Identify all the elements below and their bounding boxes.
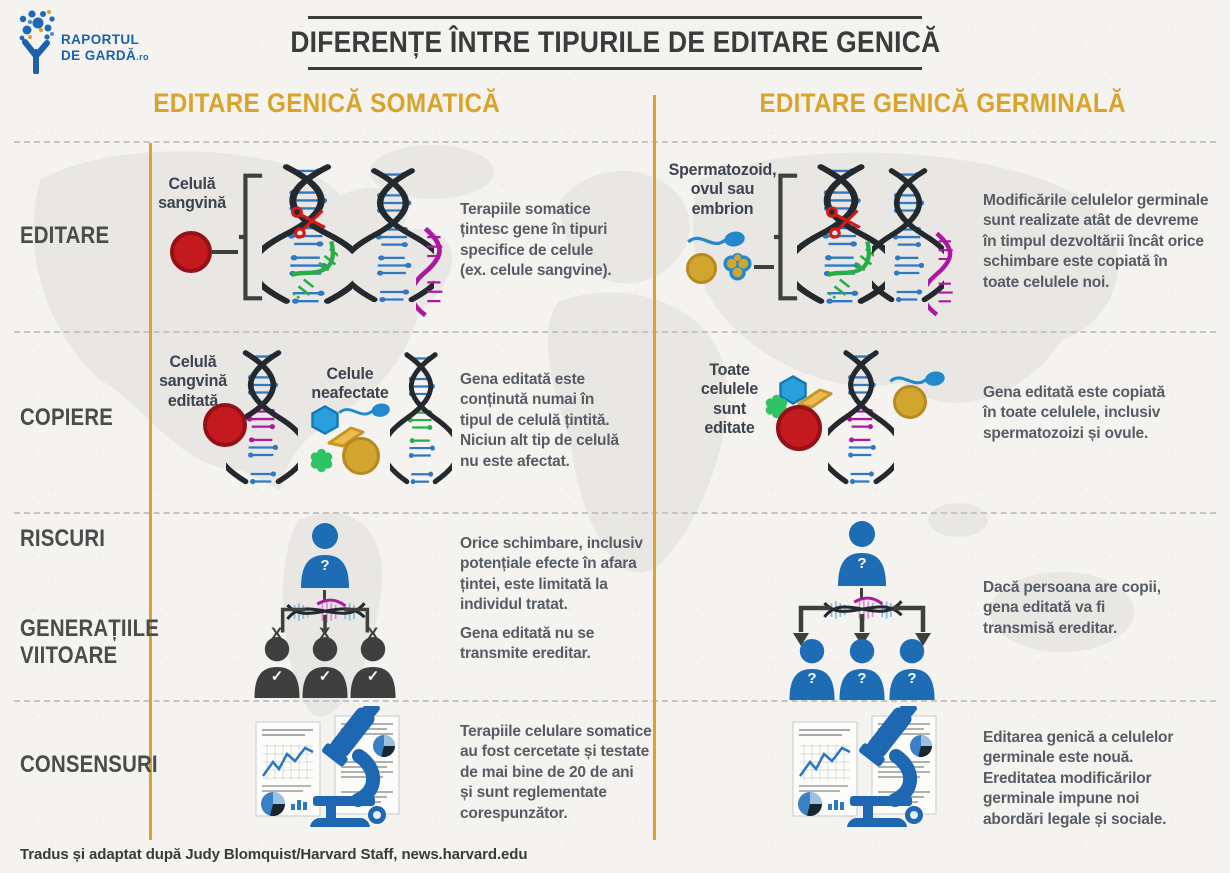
edited-blood-cell-label: Celulă sangvină editată: [159, 353, 227, 410]
unaffected-child-icon: ✓: [300, 636, 350, 698]
germline-copying-description: Gena editată este copiată în toate celul…: [983, 384, 1165, 442]
edited-person-icon: ?: [836, 520, 888, 586]
unaffected-dna-helix-icon: [380, 351, 462, 491]
germline-risks-description: Dacă persoana are copii, gena editată va…: [983, 579, 1161, 637]
logo-line2: DE GARDĂ.ro: [61, 48, 149, 64]
column-title-right: EDITARE GENICĂ GERMINALĂ: [759, 87, 1126, 118]
germline-consensus-description: Editarea genică a celulelor germinale es…: [983, 729, 1174, 828]
logo-tld: .ro: [136, 51, 149, 62]
logo-line1: RAPORTUL: [61, 32, 140, 47]
germ-cells-label: Spermatozoid, ovul sau embrion: [668, 161, 777, 218]
germline-editing-description: Modificările celulelor germinale sunt re…: [983, 192, 1209, 291]
unaffected-cells-label: Celule neafectate: [311, 365, 389, 403]
attribution-credit: Tradus și adaptat după Judy Blomquist/Ha…: [20, 846, 528, 863]
row-separator: [14, 141, 1216, 143]
row-separator: [14, 512, 1216, 514]
inheriting-child-icon: ?: [787, 638, 837, 700]
question-mark: ?: [907, 670, 917, 688]
scissors-icon: [289, 203, 331, 240]
column-header-germline: EDITARE GENICĂ GERMINALĂ: [655, 86, 1230, 120]
magenta-gene-segment-icon: [928, 227, 958, 321]
connector-line: [860, 588, 863, 599]
treated-person-icon: ?: [299, 522, 351, 588]
sperm-icon: [336, 399, 394, 423]
logo-name: DE GARDĂ: [61, 47, 137, 63]
unaffected-child-icon: ✓: [252, 636, 302, 698]
row-riscuri-generatii: RISCURI GENERAȚIILE VIITOARE ? X X X ✓ ✓…: [0, 512, 1230, 700]
somatic-consensus-description: Terapiile celulare somatice au fost cerc…: [460, 723, 652, 822]
brand-logo[interactable]: RAPORTUL DE GARDĂ.ro: [16, 10, 149, 74]
clover-cell-icon: [308, 447, 335, 474]
sperm-icon: [683, 227, 751, 253]
somatic-editing-description: Terapiile somatice țintesc gene în tipur…: [460, 201, 612, 280]
row-separator: [14, 331, 1216, 333]
label-column-divider: [149, 143, 152, 840]
row-copiere: COPIERE Celulă sangvină editată Celule n…: [0, 331, 1230, 512]
gold-cell-icon: [342, 437, 380, 475]
edited-blood-cell-icon: [203, 403, 247, 447]
x-mark: X: [319, 624, 331, 643]
row-separator: [14, 700, 1216, 702]
all-cells-edited-label: Toate celulele sunt editate: [700, 361, 759, 438]
world-map-background: [33, 145, 1134, 717]
row-editare: EDITARE Celulă sangvină Terapiile somati…: [0, 143, 1230, 331]
x-mark: X: [367, 624, 379, 643]
question-mark: ?: [857, 554, 867, 572]
page-title-frame: DIFERENȚE ÎNTRE TIPURILE DE EDITARE GENI…: [290, 16, 940, 70]
red-cell-icon: [776, 405, 822, 451]
inheriting-child-icon: ?: [837, 638, 887, 700]
somatic-copying-description: Gena editată este conținută numai în tip…: [460, 371, 619, 470]
embryo-icon: [722, 251, 753, 282]
column-title-left: EDITARE GENICĂ SOMATICĂ: [153, 87, 500, 118]
row-label-generatiile-viitoare: GENERAȚIILE VIITOARE: [20, 615, 160, 669]
question-mark: ?: [807, 670, 817, 688]
blood-cell-icon: [170, 231, 212, 273]
somatic-heredity-description: Gena editată nu se transmite ereditar.: [460, 625, 595, 663]
check-mark: ✓: [318, 668, 332, 686]
row-label-consensuri: CONSENSURI: [20, 751, 158, 778]
logo-tree-icon: [19, 10, 55, 74]
center-column-divider: [653, 95, 656, 840]
research-microscope-icon: [253, 706, 403, 834]
check-mark: ✓: [270, 668, 284, 686]
ovum-icon: [686, 253, 717, 284]
column-header-somatic: EDITARE GENICĂ SOMATICĂ: [0, 86, 653, 120]
row-label-copiere: COPIERE: [20, 404, 114, 431]
somatic-risks-description: Orice schimbare, inclusiv potențiale efe…: [460, 535, 643, 614]
ovum-icon: [893, 385, 927, 419]
magenta-gene-segment-icon: [416, 223, 448, 321]
bracket-icon: [773, 169, 799, 305]
inheriting-child-icon: ?: [887, 638, 937, 700]
check-mark: ✓: [366, 668, 380, 686]
edited-gene-segment-icon: [828, 235, 874, 315]
edited-dna-helix-icon: [818, 349, 904, 491]
page-title: DIFERENȚE ÎNTRE TIPURILE DE EDITARE GENI…: [289, 26, 941, 59]
unaffected-child-icon: ✓: [348, 636, 398, 698]
question-mark: ?: [320, 556, 330, 574]
logo-wordmark: RAPORTUL DE GARDĂ.ro: [61, 32, 149, 63]
question-mark: ?: [857, 670, 867, 688]
connector-line: [323, 590, 326, 601]
scissors-icon: [824, 203, 866, 240]
connector-line: [212, 250, 238, 254]
header: DIFERENȚE ÎNTRE TIPURILE DE EDITARE GENI…: [0, 16, 1230, 70]
row-label-riscuri: RISCURI: [20, 525, 106, 552]
connector-line: [754, 265, 774, 269]
edited-gene-segment-icon: [292, 235, 338, 315]
bracket-icon: [238, 169, 264, 305]
research-microscope-icon: [790, 706, 940, 834]
row-label-editare: EDITARE: [20, 222, 110, 249]
x-mark: X: [271, 624, 283, 643]
row-consensuri: CONSENSURI Terapiile celulare somatice a…: [0, 700, 1230, 843]
blood-cell-label: Celulă sangvină: [158, 175, 226, 213]
